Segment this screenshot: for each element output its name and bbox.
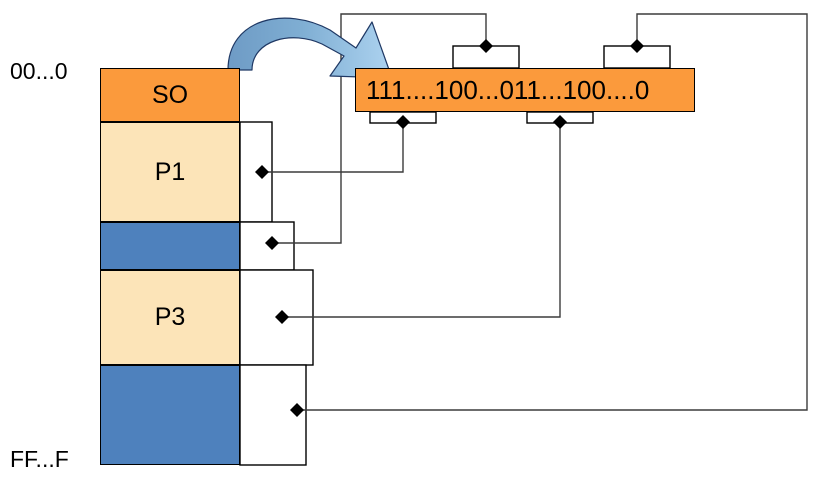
connector-path-p3 [282, 122, 561, 318]
bit-bar-value: 111....100...011...100....0 [366, 75, 650, 105]
address-label-top: 00...0 [10, 58, 68, 84]
memory-cell-P3[interactable]: P3 [100, 270, 240, 365]
connector-path-p1 [262, 122, 404, 173]
connector-path-blue-2 [297, 13, 808, 411]
connector-paths [262, 13, 808, 411]
bit-bar[interactable]: 111....100...011...100....0 [355, 68, 695, 112]
memory-cell-label: P1 [154, 157, 186, 186]
staircase-outlines [239, 121, 314, 466]
curved-mapping-arrow [227, 17, 393, 79]
memory-cell-blue-1[interactable] [100, 222, 240, 270]
memory-cell-label: P3 [154, 303, 186, 331]
connector-path-blue-1 [272, 13, 487, 244]
memory-cell-P1[interactable]: P1 [100, 122, 240, 222]
memory-cell-SO[interactable]: SO [100, 68, 240, 122]
address-label-bottom: FF...F [10, 446, 69, 472]
connector-diamonds [255, 39, 644, 417]
memory-cell-blue-2[interactable] [100, 365, 240, 465]
memory-cell-label: SO [151, 80, 189, 109]
